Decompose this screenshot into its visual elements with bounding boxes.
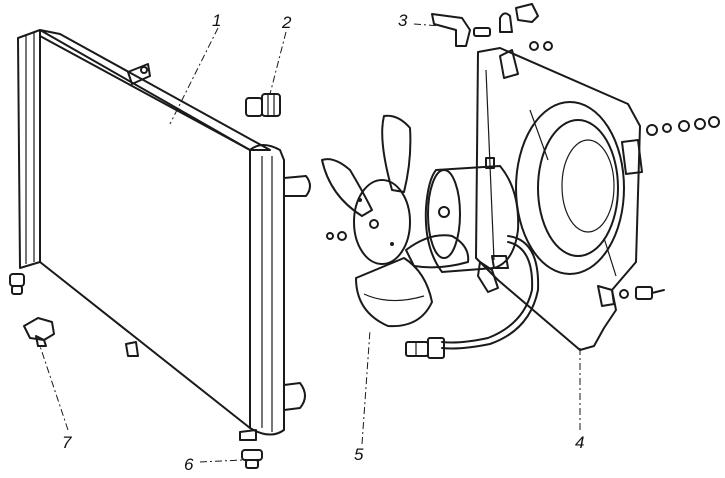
drain-plug — [23, 317, 55, 347]
callout-5: 5 — [354, 445, 364, 464]
callout-labels: 1 2 3 4 5 6 7 — [62, 11, 584, 474]
callout-2: 2 — [281, 13, 292, 32]
radiator-plug — [245, 93, 281, 117]
leader-lines — [39, 23, 581, 463]
radiator — [17, 29, 311, 441]
drain-plug-small — [9, 273, 25, 295]
fan-assembly — [321, 114, 540, 359]
fan-washers — [326, 231, 347, 241]
callout-7: 7 — [62, 433, 72, 452]
bottom-plug — [241, 449, 263, 469]
callout-6: 6 — [184, 455, 194, 474]
clamp-hardware — [431, 3, 553, 51]
shroud-fasteners — [619, 116, 720, 300]
fan-shroud — [475, 47, 643, 351]
callout-4: 4 — [575, 433, 584, 452]
callout-3: 3 — [398, 11, 408, 30]
callout-1: 1 — [212, 11, 221, 30]
